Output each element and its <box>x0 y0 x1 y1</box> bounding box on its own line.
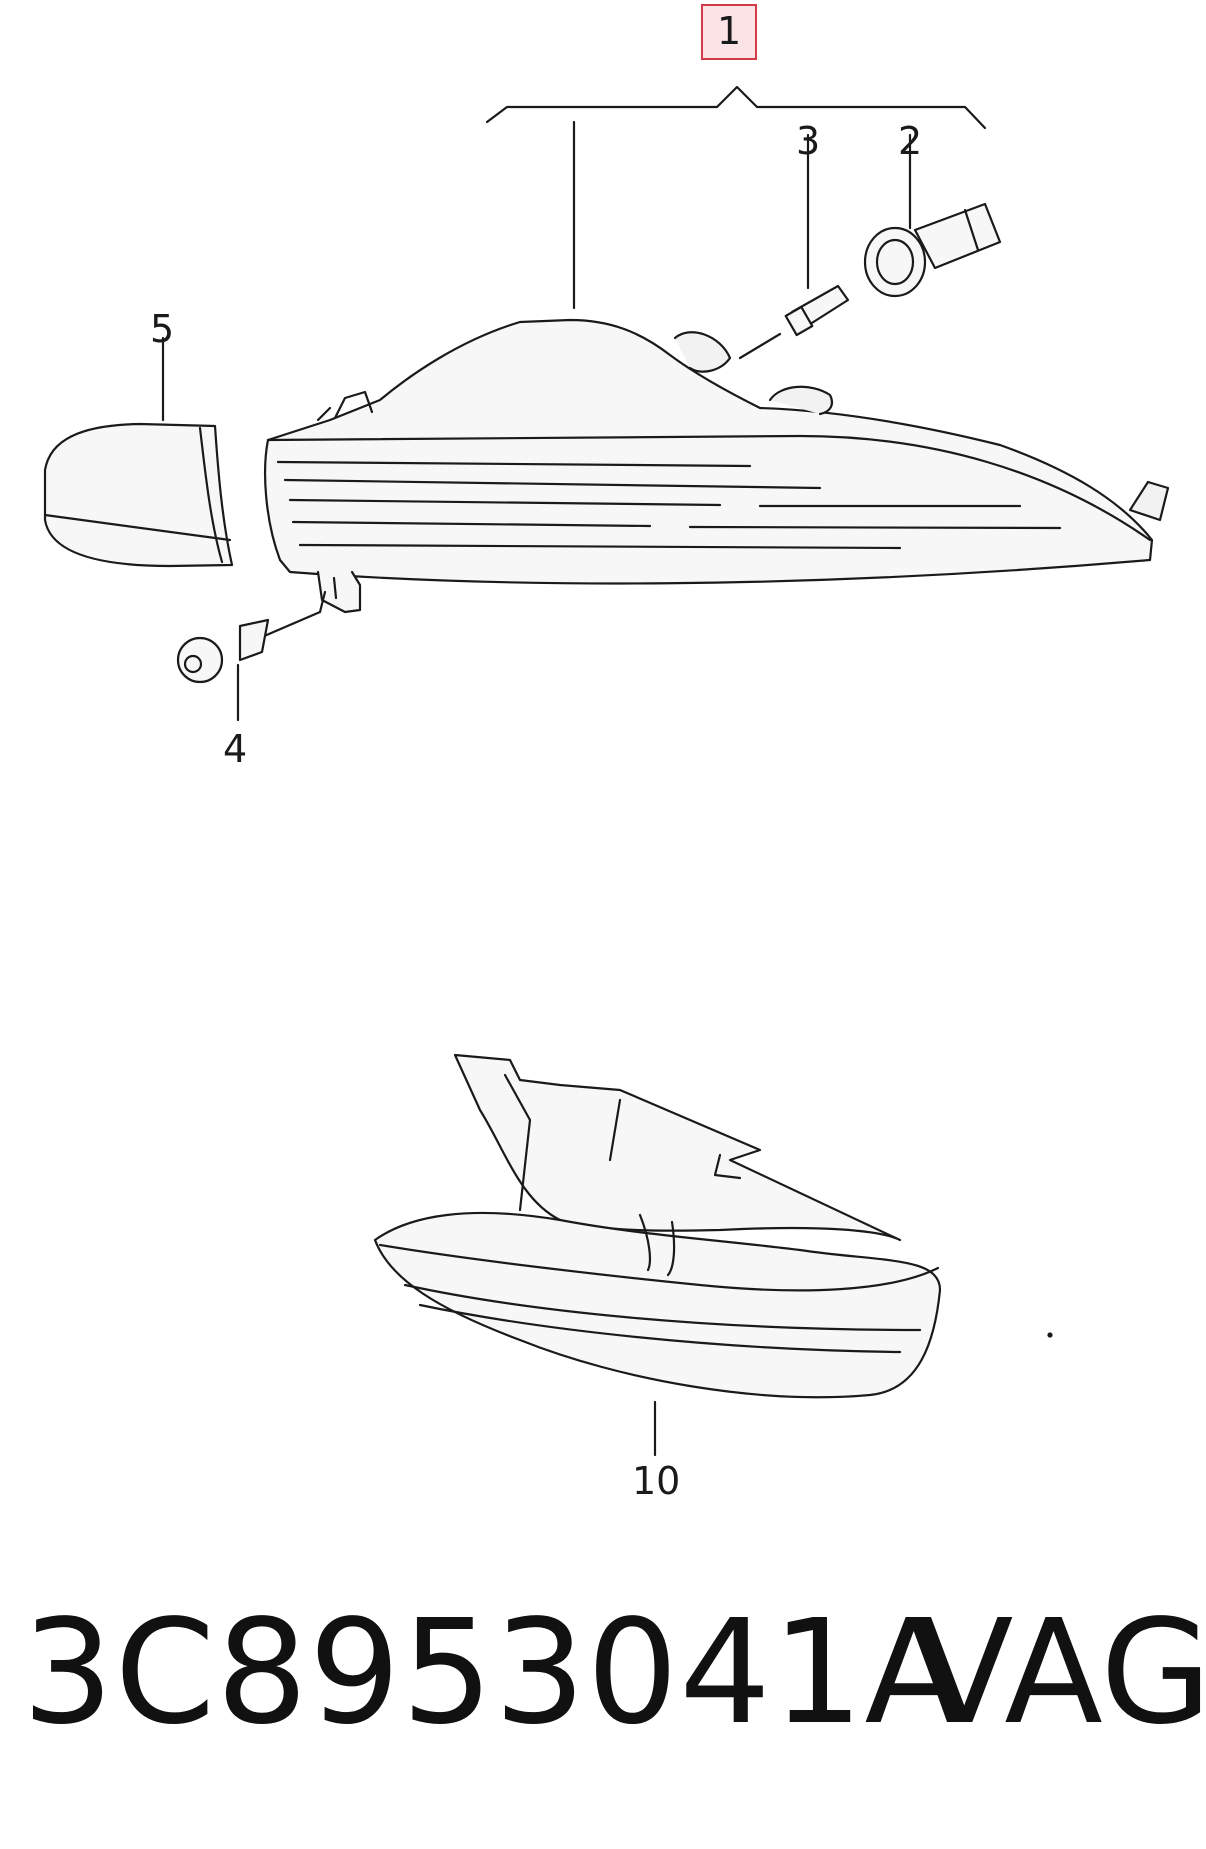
callout-4[interactable]: 4 <box>223 727 248 771</box>
brand-name: VAG <box>915 1588 1206 1756</box>
assembly-bracket <box>485 85 987 310</box>
part-number: 3C8953041A <box>22 1588 964 1756</box>
callout-5[interactable]: 5 <box>150 307 175 351</box>
bulb <box>738 133 850 360</box>
bulb-socket <box>863 133 1002 298</box>
callout-10[interactable]: 10 <box>632 1459 681 1503</box>
cover-cap <box>43 336 234 568</box>
screw <box>176 590 327 722</box>
callout-3[interactable]: 3 <box>796 119 821 163</box>
callout-2[interactable]: 2 <box>898 119 923 163</box>
side-reflector-housing <box>373 1053 1053 1457</box>
indicator-lamp-housing <box>264 318 1170 614</box>
callout-1[interactable]: 1 <box>701 4 758 60</box>
